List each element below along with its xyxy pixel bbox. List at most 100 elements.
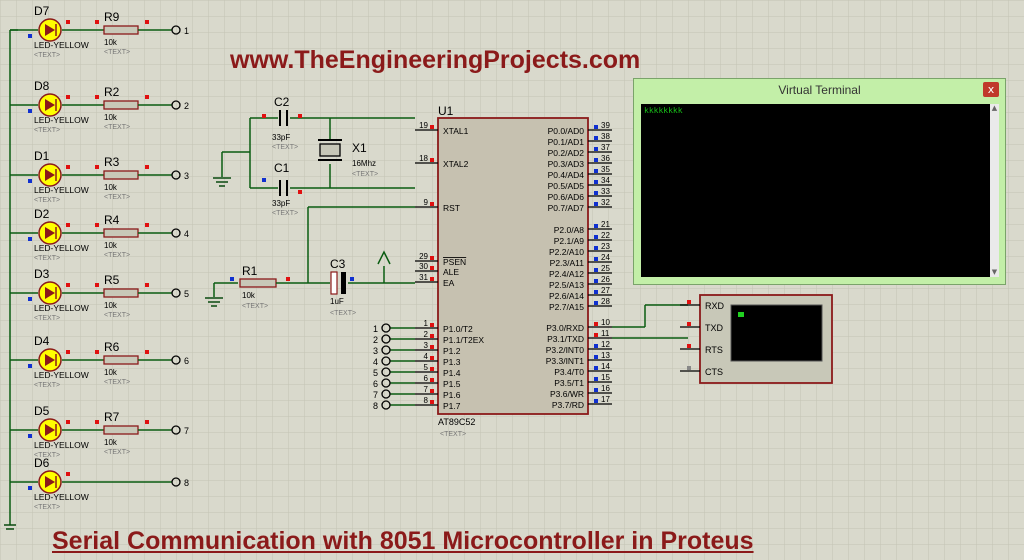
terminal-pin[interactable]: CTS xyxy=(680,366,723,377)
resistor-body[interactable] xyxy=(103,355,139,365)
pin-number: 21 xyxy=(601,220,610,229)
terminal-node[interactable] xyxy=(171,355,181,365)
scroll-down-icon[interactable]: ▼ xyxy=(991,268,998,276)
terminal-node[interactable] xyxy=(381,323,391,333)
terminal-pin[interactable]: TXD xyxy=(680,322,724,333)
pin-number: 39 xyxy=(601,121,610,130)
ic-pin[interactable]: 2P1.1/T2EX xyxy=(415,330,484,345)
port1-node[interactable]: 4 xyxy=(373,356,415,367)
resistor-body[interactable] xyxy=(103,100,139,110)
terminal-node[interactable] xyxy=(381,356,391,366)
port1-node[interactable]: 3 xyxy=(373,345,415,356)
ic-pin[interactable]: 1P1.0/T2 xyxy=(415,319,473,334)
resistor-body[interactable] xyxy=(103,25,139,35)
port1-node[interactable]: 8 xyxy=(373,400,415,411)
terminal-node[interactable] xyxy=(171,100,181,110)
terminal-node[interactable] xyxy=(171,288,181,298)
terminal-node[interactable] xyxy=(381,367,391,377)
pin-number: 8 xyxy=(424,396,429,405)
close-button[interactable]: x xyxy=(983,82,999,97)
terminal-pin[interactable]: RTS xyxy=(680,344,723,355)
port1-node[interactable]: 2 xyxy=(373,334,415,345)
terminal-node[interactable] xyxy=(171,25,181,35)
terminal-node[interactable] xyxy=(171,477,181,487)
pin-marker xyxy=(145,95,149,99)
resistor-body[interactable] xyxy=(239,278,277,288)
led-type: LED-YELLOW xyxy=(34,440,89,450)
terminal-node[interactable] xyxy=(171,425,181,435)
scrollbar[interactable]: ▲ ▼ xyxy=(990,104,999,277)
ic-pin[interactable]: 3P1.2 xyxy=(415,341,461,356)
ic-pin[interactable]: 5P1.4 xyxy=(415,363,461,378)
terminal-node[interactable] xyxy=(381,400,391,410)
terminal-node[interactable] xyxy=(171,170,181,180)
port1-node[interactable]: 7 xyxy=(373,389,415,400)
resistor-body[interactable] xyxy=(103,288,139,298)
ic-pin[interactable]: 4P1.3 xyxy=(415,352,461,367)
terminal-node[interactable] xyxy=(381,345,391,355)
resistor-body[interactable] xyxy=(103,228,139,238)
virtual-terminal-window[interactable]: Virtual Terminal x kkkkkkkk ▲ ▼ xyxy=(633,78,1006,285)
terminal-component[interactable]: RXD TXD RTS CTS xyxy=(680,294,833,384)
port1-node[interactable]: 1 xyxy=(373,323,415,334)
pin-name: XTAL1 xyxy=(443,126,469,136)
port1-node[interactable]: 6 xyxy=(373,378,415,389)
terminal-pin[interactable]: RXD xyxy=(680,300,725,311)
resistor-body[interactable] xyxy=(103,170,139,180)
terminal-node[interactable] xyxy=(381,389,391,399)
ic-body[interactable] xyxy=(437,117,589,415)
resistor-body[interactable] xyxy=(103,425,139,435)
ic-pin[interactable]: 6P1.5 xyxy=(415,374,461,389)
ic-pin[interactable]: 8P1.7 xyxy=(415,396,461,411)
text-placeholder: <TEXT> xyxy=(34,452,60,459)
terminal-node[interactable] xyxy=(381,334,391,344)
scroll-up-icon[interactable]: ▲ xyxy=(991,104,998,112)
ic-pin[interactable]: 7P1.6 xyxy=(415,385,461,400)
terminal-screen[interactable]: kkkkkkkk xyxy=(641,104,993,277)
pin-number: 27 xyxy=(601,286,610,295)
microcontroller-u1[interactable]: U1AT89C52<TEXT>19XTAL118XTAL29RST29PSEN3… xyxy=(373,104,612,438)
port1-node[interactable]: 5 xyxy=(373,367,415,378)
terminal-node[interactable] xyxy=(381,378,391,388)
terminal-node[interactable] xyxy=(171,228,181,238)
